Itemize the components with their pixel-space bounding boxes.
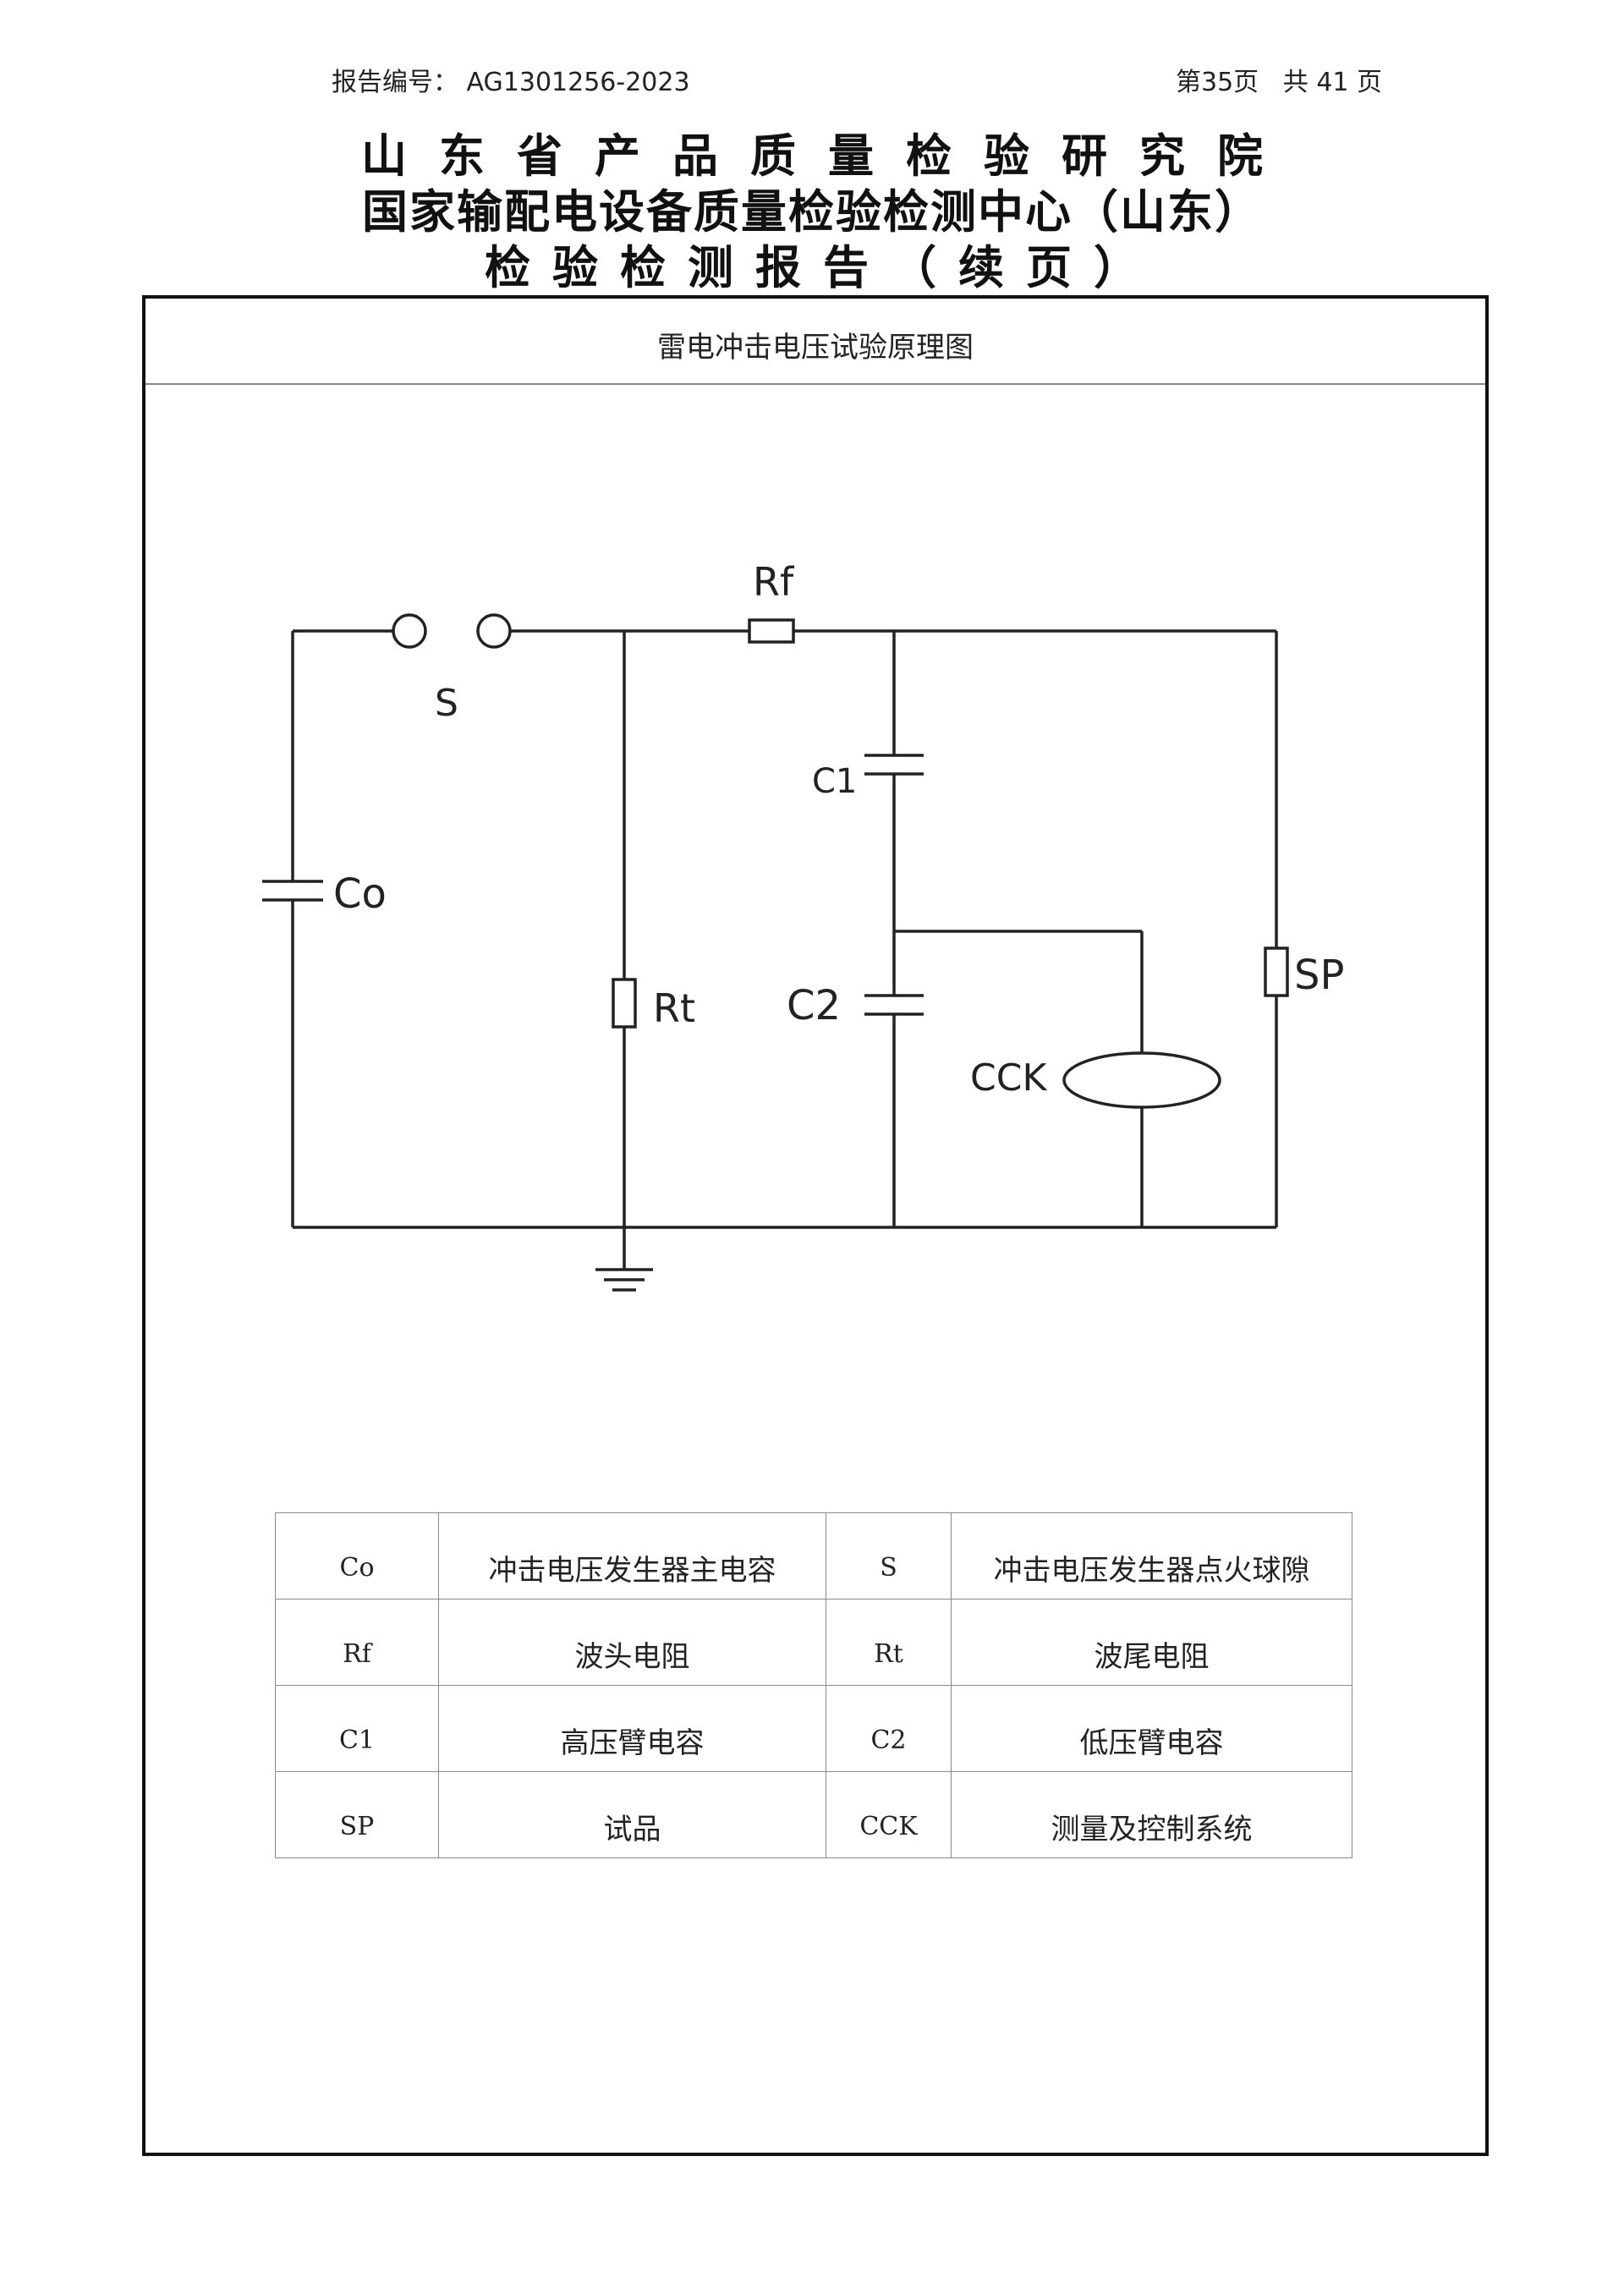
measurement-system-cck <box>1062 1051 1221 1109</box>
content-frame: 雷电冲击电压试验原理图 <box>142 295 1489 2156</box>
legend-symbol: C1 <box>275 1685 439 1772</box>
legend-description: 测量及控制系统 <box>951 1771 1352 1858</box>
table-row: Co 冲击电压发生器主电容 S 冲击电压发生器点火球隙 <box>275 1512 1352 1599</box>
legend-description: 冲击电压发生器主电容 <box>438 1512 826 1599</box>
report-number: 报告编号： AG1301256-2023 <box>332 61 690 98</box>
label-rt: Rt <box>653 985 695 1031</box>
legend-symbol: S <box>826 1512 952 1599</box>
institute-title: 山东省产品质量检验研究院 <box>361 129 1295 183</box>
label-cck: CCK <box>970 1056 1047 1100</box>
impulse-circuit-diagram: Rf S C1 Co Rt C2 SP CCK <box>262 559 1344 1292</box>
report-number-value: AG1301256-2023 <box>466 68 690 97</box>
report-number-label: 报告编号： <box>332 68 458 97</box>
table-row: Rf 波头电阻 Rt 波尾电阻 <box>275 1599 1352 1686</box>
resistor-rf <box>748 618 795 644</box>
legend-description: 高压臂电容 <box>438 1685 826 1772</box>
legend-description: 冲击电压发生器点火球隙 <box>951 1512 1352 1599</box>
spark-gap-ball-right <box>476 613 512 649</box>
report-title: 检验检测报告（续页） <box>485 241 1161 294</box>
spark-gap-ball-left <box>392 613 427 649</box>
legend-symbol: Co <box>275 1512 439 1599</box>
legend-description: 波头电阻 <box>438 1599 826 1686</box>
label-sp: SP <box>1294 952 1344 999</box>
legend-symbol: SP <box>275 1771 439 1858</box>
legend-symbol: Rf <box>275 1599 439 1686</box>
legend-symbol: C2 <box>826 1685 952 1772</box>
table-row: C1 高压臂电容 C2 低压臂电容 <box>275 1685 1352 1772</box>
legend-description: 低压臂电容 <box>951 1685 1352 1772</box>
resistor-rt <box>612 978 637 1029</box>
label-co: Co <box>333 870 387 918</box>
test-specimen-sp <box>1264 946 1289 997</box>
component-legend-table: Co 冲击电压发生器主电容 S 冲击电压发生器点火球隙 Rf 波头电阻 Rt 波… <box>275 1512 1352 1858</box>
legend-symbol: Rt <box>826 1599 952 1686</box>
caption-row: 雷电冲击电压试验原理图 <box>145 299 1485 385</box>
figure-caption: 雷电冲击电压试验原理图 <box>657 331 974 365</box>
label-c2: C2 <box>787 982 841 1029</box>
center-title: 国家输配电设备质量检验检测中心（山东） <box>362 185 1262 239</box>
legend-symbol: CCK <box>826 1771 952 1858</box>
legend-description: 试品 <box>438 1771 826 1858</box>
label-s: S <box>435 682 458 725</box>
page-info: 第35页 共 41 页 <box>1176 68 1383 97</box>
label-c1: C1 <box>812 762 857 801</box>
label-rf: Rf <box>753 559 795 605</box>
table-row: SP 试品 CCK 测量及控制系统 <box>275 1771 1352 1858</box>
legend-description: 波尾电阻 <box>951 1599 1352 1686</box>
